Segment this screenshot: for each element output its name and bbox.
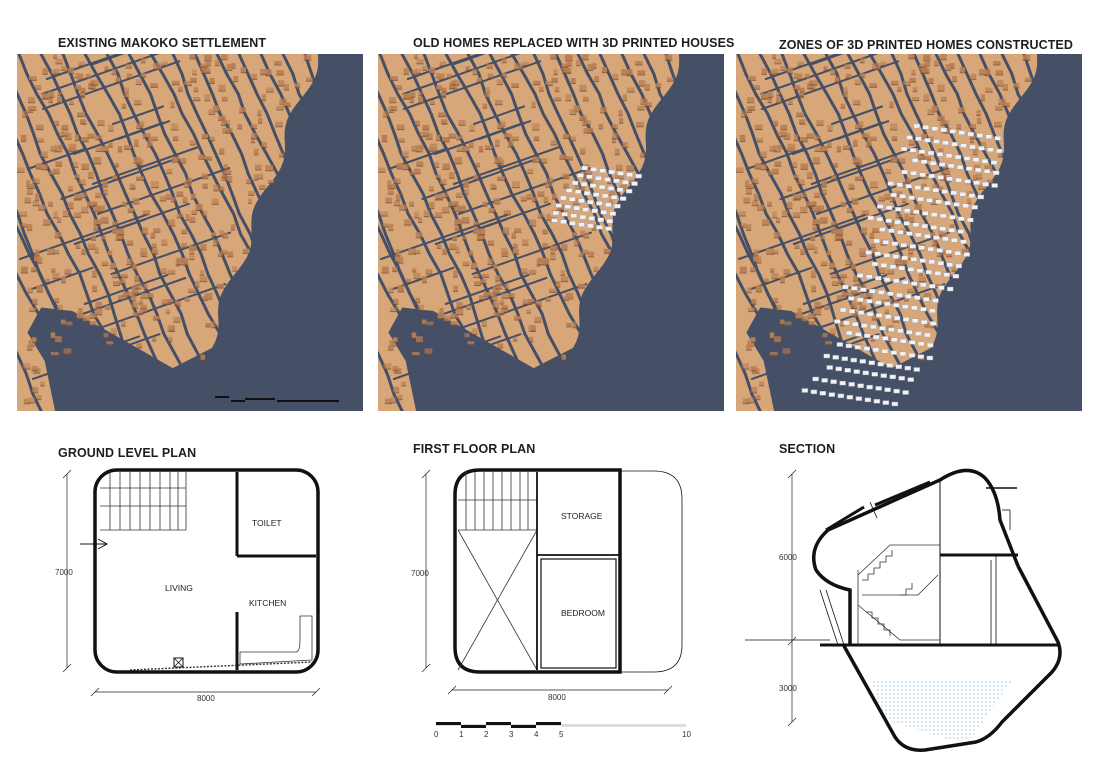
ground-level-plan: TOILET LIVING KITCHEN 7000 8000 xyxy=(55,468,321,703)
first-dim-width: 8000 xyxy=(548,693,566,702)
room-label-living: LIVING xyxy=(165,583,193,593)
scale-tick-3: 3 xyxy=(509,730,514,739)
ground-dim-width: 8000 xyxy=(197,694,215,703)
map-existing-settlement xyxy=(17,54,363,411)
map-scale-bar xyxy=(215,396,339,402)
map-title-zones: ZONES OF 3D PRINTED HOMES CONSTRUCTED xyxy=(779,38,1073,52)
scale-bar: 0 1 2 3 4 5 10 xyxy=(434,722,691,739)
room-label-bedroom: BEDROOM xyxy=(561,608,605,618)
ground-dim-height: 7000 xyxy=(55,568,73,577)
first-floor-stairs xyxy=(458,472,537,531)
entrance-arrow-icon xyxy=(80,538,109,550)
map-title-existing: EXISTING MAKOKO SETTLEMENT xyxy=(58,36,267,50)
scale-tick-1: 1 xyxy=(459,730,464,739)
scale-tick-0: 0 xyxy=(434,730,439,739)
scale-tick-10: 10 xyxy=(682,730,691,739)
section-dim-lower: 3000 xyxy=(779,684,797,693)
room-label-toilet: TOILET xyxy=(252,518,282,528)
section-drawing: 6000 3000 xyxy=(745,468,1062,752)
water-tank xyxy=(872,680,1012,742)
ground-stairs xyxy=(100,472,187,531)
ground-plan-title: GROUND LEVEL PLAN xyxy=(58,446,197,460)
scale-tick-5: 5 xyxy=(559,730,564,739)
scale-tick-4: 4 xyxy=(534,730,539,739)
first-floor-plan: STORAGE BEDROOM 7000 8000 xyxy=(411,468,683,702)
first-dim-height: 7000 xyxy=(411,569,429,578)
site-map-svg xyxy=(736,54,1082,411)
room-label-kitchen: KITCHEN xyxy=(249,598,286,608)
room-label-storage: STORAGE xyxy=(561,511,603,521)
map-replaced-homes xyxy=(378,54,724,411)
section-title: SECTION xyxy=(779,442,836,456)
first-floor-plan-title: FIRST FLOOR PLAN xyxy=(413,442,536,456)
map-printed-zones xyxy=(736,54,1082,411)
section-dim-upper: 6000 xyxy=(779,553,797,562)
printed-houses xyxy=(801,123,1003,407)
map-title-replaced: OLD HOMES REPLACED WITH 3D PRINTED HOUSE… xyxy=(413,36,735,50)
site-map-svg xyxy=(378,54,724,411)
site-map-svg xyxy=(17,54,363,411)
scale-tick-2: 2 xyxy=(484,730,489,739)
section-stairs xyxy=(857,544,940,645)
printed-houses xyxy=(551,165,642,231)
